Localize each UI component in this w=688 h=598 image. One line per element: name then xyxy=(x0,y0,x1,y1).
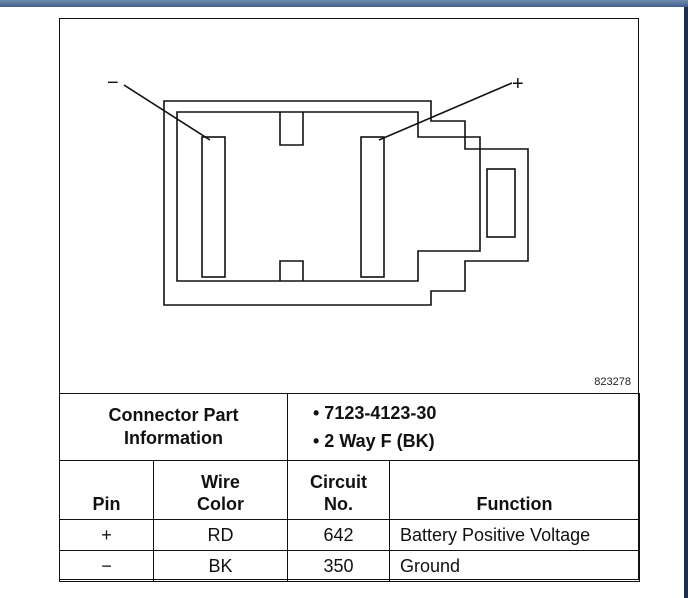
pin-table-header-row: Pin Wire Color Circuit No. Function xyxy=(59,460,640,520)
connector-end-view-frame: − + 823278 Connector Part Information • … xyxy=(59,18,640,582)
function-cell: Ground xyxy=(389,550,640,582)
leader-line-negative xyxy=(123,84,211,141)
connector-part-label: Connector Part Information xyxy=(59,393,288,461)
terminal-negative xyxy=(201,136,226,278)
terminal-positive xyxy=(360,136,385,278)
diagram-reference-code: 823278 xyxy=(594,376,631,388)
circuit-cell: 350 xyxy=(287,550,390,582)
connector-type: • 2 Way F (BK) xyxy=(313,431,435,451)
header-pin-text: Pin xyxy=(92,494,121,514)
window-top-bar xyxy=(0,0,688,7)
leader-line-positive xyxy=(378,82,513,141)
connector-info-table: Connector Part Information • 7123-4123-3… xyxy=(59,393,640,582)
positive-pin-label: + xyxy=(512,73,524,95)
pin-cell: + xyxy=(59,519,154,551)
connector-part-label-line1: Connector Part xyxy=(108,405,239,425)
connector-latch xyxy=(486,168,516,238)
header-pin: Pin xyxy=(59,460,154,520)
connector-part-label-line2: Information xyxy=(124,428,223,448)
connector-diagram: − + 823278 xyxy=(60,19,638,393)
header-function: Function xyxy=(389,460,640,520)
header-wire-color: Wire Color xyxy=(153,460,288,520)
connector-key-bottom xyxy=(279,260,304,281)
header-circuit: Circuit No. xyxy=(287,460,390,520)
header-circuit-line2: No. xyxy=(324,494,353,514)
header-function-text: Function xyxy=(476,494,553,514)
table-row: + RD 642 Battery Positive Voltage xyxy=(59,519,640,551)
header-wire-color-line2: Color xyxy=(197,494,244,514)
connector-housing-inner xyxy=(176,111,481,282)
connector-part-number: • 7123-4123-30 xyxy=(313,403,437,423)
circuit-cell: 642 xyxy=(287,519,390,551)
header-wire-color-line1: Wire xyxy=(201,472,240,492)
header-circuit-line1: Circuit xyxy=(309,472,367,492)
connector-key-top xyxy=(279,112,304,146)
wire-color-cell: BK xyxy=(153,550,288,582)
connector-housing-outer xyxy=(163,100,529,306)
connector-part-row: Connector Part Information • 7123-4123-3… xyxy=(59,393,640,461)
function-cell: Battery Positive Voltage xyxy=(389,519,640,551)
connector-part-values: • 7123-4123-30 • 2 Way F (BK) xyxy=(287,393,640,461)
window-right-edge xyxy=(684,7,688,598)
pin-cell: − xyxy=(59,550,154,582)
negative-pin-label: − xyxy=(107,72,119,94)
connector-drawing: − + xyxy=(107,72,529,306)
wire-color-cell: RD xyxy=(153,519,288,551)
table-row: − BK 350 Ground xyxy=(59,550,640,582)
